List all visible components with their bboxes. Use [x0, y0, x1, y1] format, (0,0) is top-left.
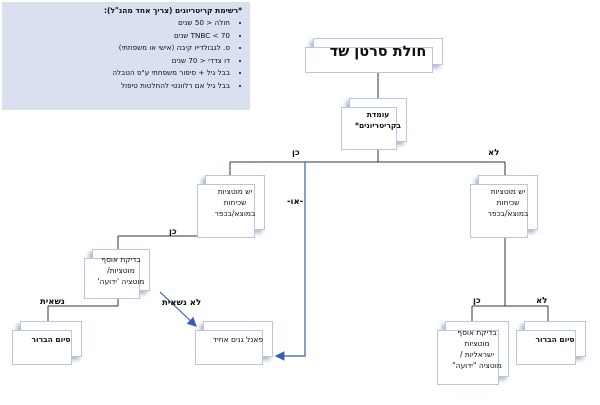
legend-item: ס. לגבולדייו קיבה (אישי או משפחתי) — [10, 42, 230, 55]
no-common-mutations-node: יש מוטציות שכיחות במוצא/בכפר — [470, 175, 538, 238]
yes-mid-left-label: כן — [169, 227, 177, 237]
legend-item: חולה < 50 שנים — [10, 17, 230, 30]
legend-item: דו צדדי < 70 שנים — [10, 55, 230, 68]
end-left-node: סיום הברור — [12, 321, 82, 365]
legend-item: בבל גיל + סיפור משפחתי ע"פ הטבלה — [10, 67, 230, 80]
non-carrier-label: לא נשאית — [162, 298, 202, 308]
legend-title: *רשימת קריטריונים (צריך אחד מהנ"ל): — [103, 6, 242, 15]
or-label: -או- — [287, 197, 304, 207]
end-left-label: סיום הברור — [31, 334, 71, 344]
legend-item: בבל גיל אם רלוונטי להחלטות טיפול — [10, 80, 230, 93]
legend-item: TNBC < 70 שנים — [10, 30, 230, 43]
founder-check-node: בדיקת אוסף מוטציות/ מוטציה 'ידועה' — [84, 249, 150, 299]
title-node: חולת סרטן שד — [305, 38, 443, 73]
end-right-node: סיום הברור — [516, 321, 586, 365]
israeli-check-label: בדיקת אוסף מוטציות ישראליות / מוטציה "יד… — [452, 328, 502, 370]
yes-top-label: כן — [292, 148, 300, 158]
gene-panel-node: פאנל גנים אחיד — [195, 321, 273, 365]
legend-list: חולה < 50 שנים TNBC < 70 שנים ס. לגבולדי… — [10, 17, 242, 92]
founder-check-label: בדיקת אוסף מוטציות/ מוטציה 'ידועה' — [97, 254, 145, 286]
criteria-legend: *רשימת קריטריונים (צריך אחד מהנ"ל): חולה… — [2, 2, 250, 110]
yes-common-mutations-node: יש מוטציות שכיחות במוצא/בכפר — [197, 175, 265, 238]
no-common-mutations-label: יש מוטציות שכיחות במוצא/בכפר — [487, 187, 529, 218]
criteria-node-label: עומדת בקריטריונים* — [355, 110, 401, 130]
gene-panel-label: פאנל גנים אחיד — [212, 334, 264, 344]
end-right-label: סיום הברור — [535, 334, 575, 344]
criteria-node: עומדת בקריטריונים* — [341, 98, 407, 150]
carrier-label: נשאית — [40, 297, 65, 307]
yes-common-mutations-label: יש מוטציות שכיחות במוצא/בכפר — [214, 187, 256, 218]
title-node-label: חולת סרטן שד — [329, 43, 427, 60]
israeli-check-node: בדיקת אוסף מוטציות ישראליות / מוטציה "יד… — [437, 321, 509, 385]
no-top-label: לא — [488, 148, 500, 158]
yes-mid-right-label: כן — [473, 296, 481, 306]
no-mid-right-label: לא — [536, 296, 548, 306]
